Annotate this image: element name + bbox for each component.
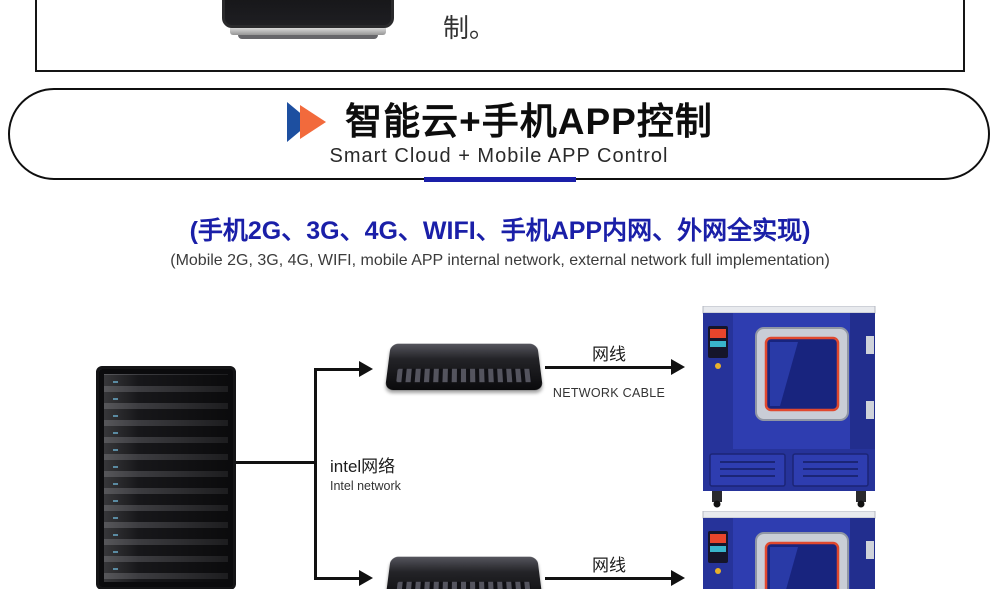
arrow-right-icon: [359, 570, 373, 586]
feature-headline-cn: (手机2G、3G、4G、WIFI、手机APP内网、外网全实现): [0, 211, 1000, 247]
connector-line-bottom: [314, 577, 360, 580]
controller-screen: [222, 0, 394, 28]
network-switch-top-image: [388, 341, 540, 391]
test-chamber-top-image: [700, 306, 878, 508]
rack-led-lights: [113, 381, 118, 575]
touch-controller-image: [222, 0, 394, 42]
controller-base: [230, 28, 386, 35]
top-cable-label-cn: 网线: [545, 340, 673, 365]
play-arrows-icon: [285, 100, 329, 144]
section-title: 智能云+手机APP控制: [345, 102, 713, 143]
connector-line-rack: [236, 461, 316, 464]
section-banner: 智能云+手机APP控制 Smart Cloud + Mobile APP Con…: [8, 88, 990, 180]
switch-ports: [396, 369, 532, 382]
connector-line-cable-bottom: [545, 577, 673, 580]
controller-foot: [238, 35, 378, 39]
previous-section-box: [35, 0, 965, 72]
top-cable-label-en: NETWORK CABLE: [537, 386, 681, 400]
switch-body: [385, 557, 543, 589]
accent-divider: [424, 177, 576, 182]
arrow-right-icon: [359, 361, 373, 377]
feature-headline-en: (Mobile 2G, 3G, 4G, WIFI, mobile APP int…: [0, 252, 1000, 270]
connector-line-cable-top: [545, 366, 673, 369]
intranet-label-en: Intel network: [330, 479, 401, 493]
intranet-label-cn: intel网络: [330, 452, 395, 477]
connector-line-branch: [314, 368, 317, 580]
previous-section-text: 制。: [443, 8, 495, 45]
network-switch-bottom-image: [388, 554, 540, 589]
switch-ports: [396, 582, 532, 589]
arrow-right-icon: [671, 359, 685, 375]
bottom-cable-label-cn: 网线: [545, 551, 673, 576]
connector-line-top: [314, 368, 360, 371]
switch-body: [385, 344, 543, 390]
test-chamber-bottom-image: [700, 511, 878, 589]
section-subtitle: Smart Cloud + Mobile APP Control: [329, 145, 668, 168]
banner-title-row: 智能云+手机APP控制: [285, 100, 713, 144]
arrow-right-icon: [671, 570, 685, 586]
server-rack-image: [96, 366, 236, 589]
